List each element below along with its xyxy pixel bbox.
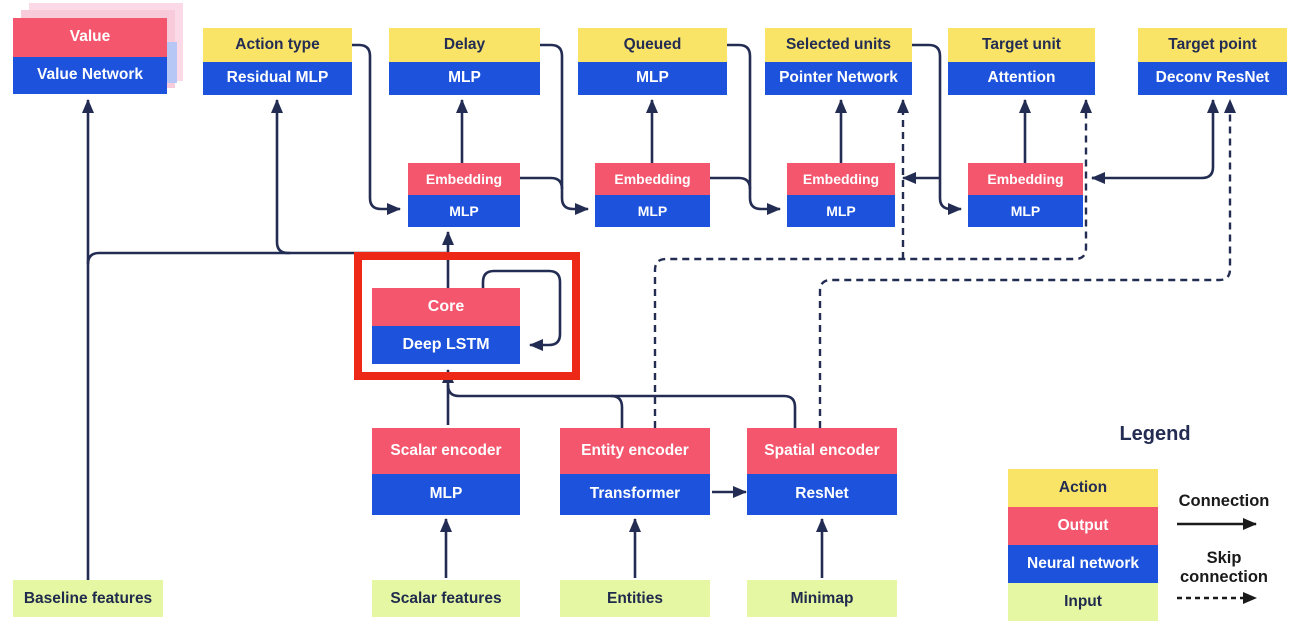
node-embedding-3: Embedding MLP <box>787 163 895 227</box>
node-target-point: Target point Deconv ResNet <box>1138 28 1287 95</box>
node-spatial-encoder: Spatial encoder ResNet <box>747 428 897 515</box>
node-embedding-4-network: MLP <box>968 195 1083 227</box>
node-embedding-2: Embedding MLP <box>595 163 710 227</box>
legend-swatch-action: Action <box>1008 469 1158 507</box>
spatial-encoder-merge-line <box>446 384 797 428</box>
node-embedding-2-output: Embedding <box>595 163 710 195</box>
node-queued: Queued MLP <box>578 28 727 95</box>
node-scalar-encoder: Scalar encoder MLP <box>372 428 520 515</box>
node-embedding-1-network: MLP <box>408 195 520 227</box>
node-target-point-action: Target point <box>1138 28 1287 62</box>
core-branch-to-value-line <box>86 251 290 265</box>
node-spatial-encoder-output: Spatial encoder <box>747 428 897 474</box>
queued-to-embedding3 <box>727 43 781 215</box>
node-delay: Delay MLP <box>389 28 540 95</box>
node-scalar-encoder-output: Scalar encoder <box>372 428 520 474</box>
node-queued-network: MLP <box>578 62 727 95</box>
node-embedding-2-network: MLP <box>595 195 710 227</box>
node-delay-network: MLP <box>389 62 540 95</box>
input-entities: Entities <box>560 580 710 617</box>
legend-swatch-output: Output <box>1008 507 1158 545</box>
node-target-unit: Target unit Attention <box>948 28 1095 95</box>
node-action-type-network: Residual MLP <box>203 62 352 95</box>
legend-swatch-neural-network: Neural network <box>1008 545 1158 583</box>
node-target-unit-network: Attention <box>948 62 1095 95</box>
selected-units-to-embedding4 <box>912 43 962 215</box>
node-embedding-4-output: Embedding <box>968 163 1083 195</box>
node-embedding-1-output: Embedding <box>408 163 520 195</box>
node-selected-units-network: Pointer Network <box>765 62 912 95</box>
node-target-unit-action: Target unit <box>948 28 1095 62</box>
node-delay-action: Delay <box>389 28 540 62</box>
entity-encoder-merge-stub <box>610 394 624 428</box>
action-type-to-embedding1 <box>352 43 401 215</box>
node-scalar-encoder-network: MLP <box>372 474 520 515</box>
spatial-skip-to-deconv-resnet <box>818 99 1236 428</box>
core-recurrent-loop <box>481 269 562 351</box>
node-value: Value Value Network <box>13 18 167 94</box>
node-value-output: Value <box>13 18 167 57</box>
node-spatial-encoder-network: ResNet <box>747 474 897 515</box>
node-entity-encoder: Entity encoder Transformer <box>560 428 710 515</box>
node-core-output: Core <box>372 288 520 326</box>
embedding4-to-deconv-resnet <box>1092 99 1219 180</box>
embedding1-output-join <box>520 176 564 190</box>
legend-swatch-input: Input <box>1008 583 1158 621</box>
node-action-type: Action type Residual MLP <box>203 28 352 95</box>
node-queued-action: Queued <box>578 28 727 62</box>
node-selected-units-action: Selected units <box>765 28 912 62</box>
entity-skip-to-attention <box>653 99 1092 428</box>
node-target-point-network: Deconv ResNet <box>1138 62 1287 95</box>
input-minimap: Minimap <box>747 580 897 617</box>
legend-skip-connection-label: Skip connection <box>1179 549 1268 587</box>
node-value-network: Value Network <box>13 57 167 94</box>
delay-to-embedding2 <box>540 43 589 215</box>
node-core: Core Deep LSTM <box>372 288 520 364</box>
input-scalar-features: Scalar features <box>372 580 520 617</box>
embedding2-output-join <box>710 176 752 190</box>
node-embedding-4: Embedding MLP <box>968 163 1083 227</box>
node-embedding-3-output: Embedding <box>787 163 895 195</box>
node-entity-encoder-network: Transformer <box>560 474 710 515</box>
node-core-network: Deep LSTM <box>372 326 520 364</box>
node-action-type-action: Action type <box>203 28 352 62</box>
legend-title: Legend <box>1119 423 1191 445</box>
node-entity-encoder-output: Entity encoder <box>560 428 710 474</box>
node-selected-units: Selected units Pointer Network <box>765 28 912 95</box>
input-baseline-features: Baseline features <box>13 580 163 617</box>
legend-connection-label: Connection <box>1178 492 1270 510</box>
node-embedding-1: Embedding MLP <box>408 163 520 227</box>
node-embedding-3-network: MLP <box>787 195 895 227</box>
